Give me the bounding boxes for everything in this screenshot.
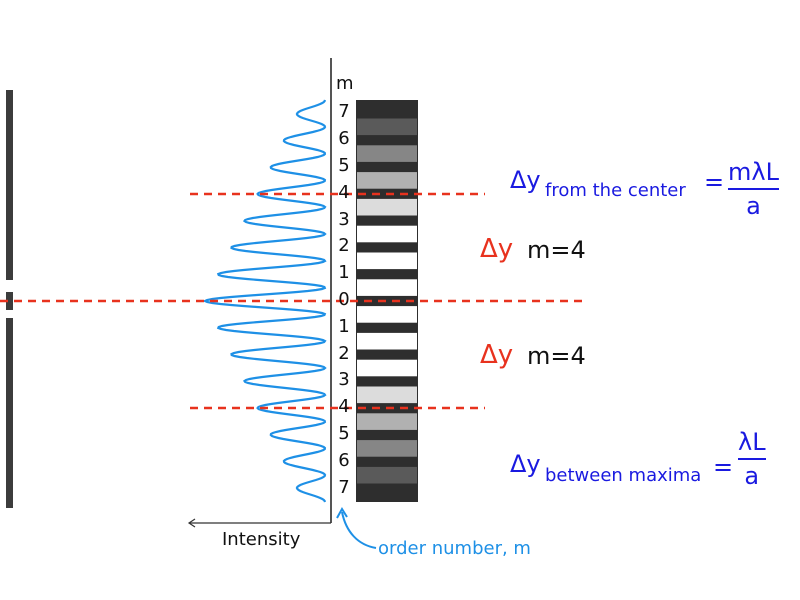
formula-center-lhs: Δy: [510, 166, 541, 194]
order-label: 2: [338, 235, 350, 257]
order-label: 5: [338, 423, 350, 444]
bright-fringe: [357, 172, 417, 189]
formula-between-equals: =: [713, 453, 734, 481]
intensity-arrow-icon: [187, 518, 196, 528]
bright-fringe: [357, 359, 417, 377]
upper-annotation: m=4: [527, 236, 586, 264]
barrier-bottom: [6, 318, 13, 508]
axis-label-m: m: [336, 73, 354, 94]
bright-fringe: [357, 225, 417, 243]
formula-center-fraction: mλL a: [728, 160, 779, 218]
order-label: 3: [338, 208, 350, 230]
bright-fringe: [357, 252, 417, 270]
bright-fringe: [357, 118, 417, 136]
order-label: 3: [338, 369, 350, 391]
formula-center-equals: =: [704, 168, 725, 196]
barrier-slit-center: [6, 292, 13, 310]
order-label: 4: [338, 396, 350, 418]
delta-y-upper: Δy: [480, 234, 514, 264]
order-label: 4: [338, 181, 350, 203]
bright-fringe: [357, 466, 417, 484]
formula-center-denominator: a: [746, 192, 761, 220]
formula-between-fraction: λL a: [738, 430, 766, 488]
order-pointer-arrowhead-icon: [336, 507, 348, 519]
delta-y-lower: Δy: [480, 340, 514, 370]
formula-between-subscript: between maxima: [545, 465, 702, 486]
formula-between-lhs: Δy: [510, 450, 541, 478]
order-label: 2: [338, 342, 350, 364]
order-label: 7: [338, 101, 350, 123]
bright-fringe: [357, 306, 417, 323]
intensity-curve: [202, 99, 327, 503]
order-label: 6: [338, 128, 350, 150]
order-label: 0: [338, 289, 350, 310]
fraction-bar: [738, 458, 766, 460]
barrier-top: [6, 90, 13, 280]
bright-fringe: [357, 413, 417, 430]
formula-center-subscript: from the center: [545, 180, 686, 201]
bright-fringe: [357, 279, 417, 296]
order-label: 1: [338, 315, 350, 337]
order-pointer-arrow: [341, 511, 377, 549]
order-number-note: order number, m: [378, 538, 531, 559]
bright-fringe: [357, 198, 417, 216]
lower-annotation: m=4: [527, 342, 586, 370]
bright-fringe: [357, 440, 417, 457]
formula-between-denominator: a: [744, 462, 760, 490]
formula-between-numerator: λL: [738, 428, 766, 456]
order-label: 5: [338, 155, 350, 176]
fringe-photo: [356, 100, 418, 502]
fraction-bar: [728, 188, 779, 190]
order-label: 7: [338, 476, 350, 498]
bright-fringe: [357, 332, 417, 350]
order-label: 1: [338, 262, 350, 284]
intensity-label: Intensity: [222, 529, 301, 550]
bright-fringe: [357, 386, 417, 404]
order-label: 6: [338, 449, 350, 471]
bright-fringe: [357, 145, 417, 162]
formula-center-numerator: mλL: [728, 158, 779, 186]
